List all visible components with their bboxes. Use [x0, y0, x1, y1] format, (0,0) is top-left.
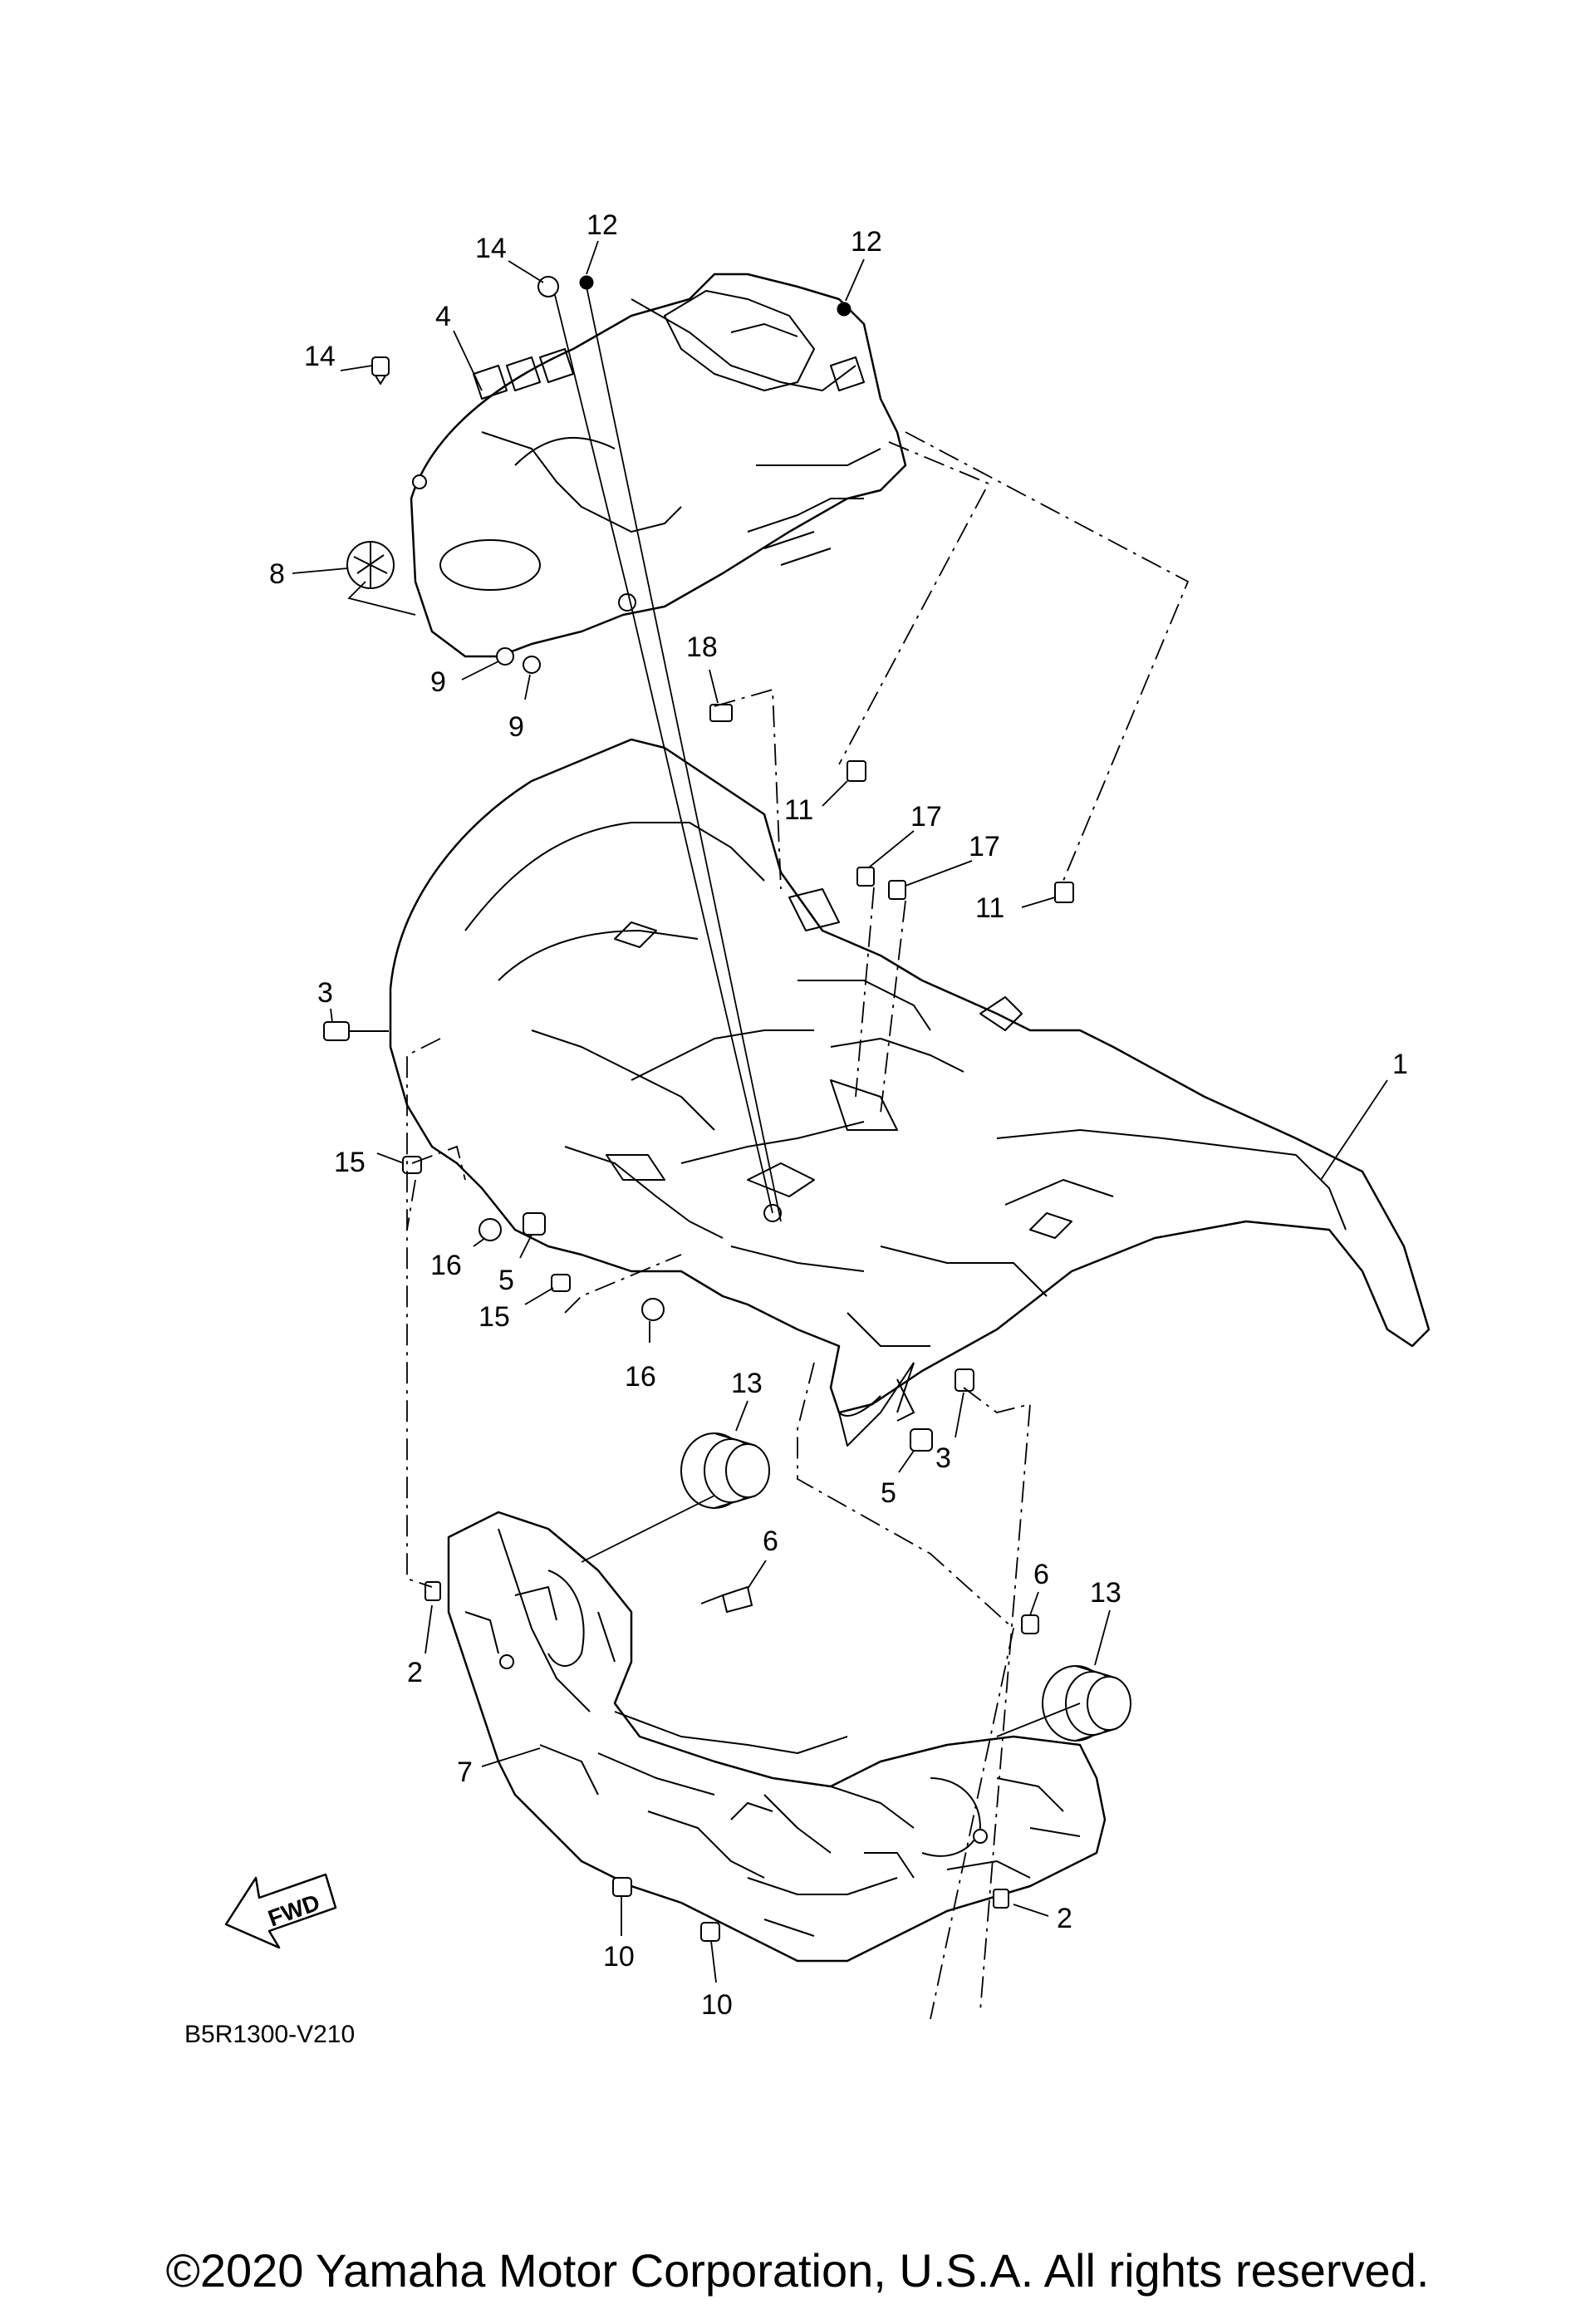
callout-13a: 13 [731, 1368, 763, 1399]
part-9-washers [496, 647, 541, 674]
callout-14b: 14 [304, 341, 336, 372]
part-8-emblem [346, 541, 395, 589]
callout-18: 18 [686, 631, 718, 663]
callout-5b: 5 [881, 1477, 896, 1509]
callout-11a: 11 [784, 794, 813, 826]
callout-13b: 13 [1090, 1577, 1121, 1609]
part-12-screws [579, 275, 851, 317]
callout-17b: 17 [969, 831, 1000, 862]
part-15-grommets [402, 1156, 571, 1292]
callout-5a: 5 [498, 1265, 514, 1296]
callout-12a: 12 [586, 209, 618, 241]
part-18-clip [709, 704, 733, 722]
callout-7: 7 [457, 1757, 473, 1788]
callout-2b: 2 [1057, 1903, 1072, 1934]
callout-6b: 6 [1033, 1559, 1049, 1590]
part-1-front-fender [389, 738, 1431, 1447]
callout-14a: 14 [475, 233, 507, 264]
callout-1: 1 [1392, 1049, 1408, 1080]
part-13-headlight-boot-right [1042, 1665, 1131, 1742]
part-7-front-panel [447, 1511, 1107, 1963]
callout-12b: 12 [851, 226, 882, 258]
callout-10a: 10 [603, 1941, 635, 1973]
copyright-notice: ©2020 Yamaha Motor Corporation, U.S.A. A… [165, 2244, 1430, 2297]
part-17-nuts [856, 867, 906, 900]
callout-3a: 3 [317, 977, 333, 1009]
callout-17a: 17 [910, 801, 942, 833]
callout-15a: 15 [334, 1147, 366, 1178]
part-10-screws [612, 1877, 720, 1942]
callout-16b: 16 [625, 1361, 656, 1393]
part-16-washers [478, 1218, 665, 1321]
callouts: 1 2 2 3 3 4 5 5 6 6 7 8 9 9 1 [269, 209, 1408, 2021]
part-4-front-top-panel [410, 273, 907, 658]
assembly-phantom-lines [347, 286, 1190, 2020]
callout-9b: 9 [508, 711, 524, 743]
callout-15b: 15 [478, 1301, 510, 1333]
part-5-bolts [523, 1212, 933, 1452]
callout-16a: 16 [430, 1250, 462, 1281]
part-14-grommets [371, 276, 559, 385]
callout-11b: 11 [975, 892, 1004, 924]
callout-3b: 3 [935, 1442, 951, 1474]
diagram-reference-code: B5R1300-V210 [184, 2021, 355, 2048]
part-13-headlight-boot-left [680, 1432, 770, 1509]
callout-10b: 10 [701, 1989, 733, 2021]
part-3-bolts [323, 1021, 974, 1392]
callout-6a: 6 [763, 1526, 778, 1557]
callout-9a: 9 [430, 666, 446, 698]
callout-4: 4 [435, 301, 451, 332]
part-6-screws [700, 1585, 1039, 1634]
fwd-direction-arrow: FWD [224, 1873, 337, 1949]
part-11-nuts [847, 760, 1074, 903]
callout-2a: 2 [407, 1657, 423, 1688]
callout-8: 8 [269, 558, 285, 590]
